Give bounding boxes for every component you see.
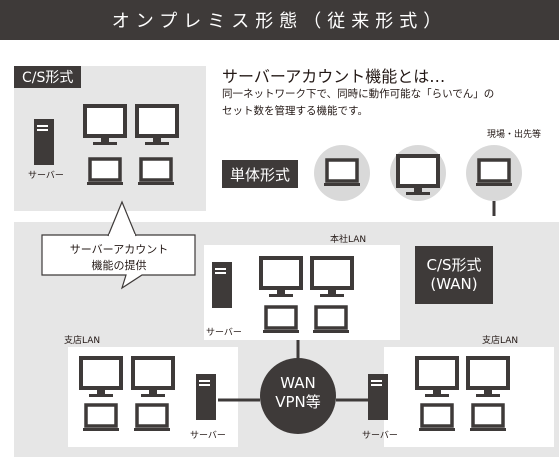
branch-left-server-label: サーバー — [190, 431, 226, 441]
cs-label: C/S形式 — [14, 66, 82, 88]
hq-monitor-2-icon — [310, 256, 354, 299]
cs-laptop-2-icon — [136, 157, 176, 187]
wan-circle-text: WAN VPN等 — [260, 374, 336, 412]
branch-left-monitor-2-icon — [131, 356, 175, 399]
hq-lan-label: 本社LAN — [330, 235, 367, 245]
standalone-label: 単体形式 — [222, 160, 299, 188]
wan-cs-box: C/S形式 (WAN) — [415, 246, 493, 304]
cs-monitor-2-icon — [135, 104, 179, 147]
branch-right-laptop-2-icon — [468, 403, 508, 433]
wan-cs-line-1: C/S形式 — [426, 256, 482, 274]
page-title: オンプレミス形態（従来形式） — [0, 0, 559, 40]
feature-heading: サーバーアカウント機能とは… — [222, 67, 446, 86]
callout-pointer — [107, 200, 137, 237]
standalone-laptop-2-icon — [474, 158, 514, 188]
branch-right-monitor-2-icon — [466, 356, 510, 399]
description-line-2: セット数を管理する機能です。 — [222, 105, 368, 117]
callout-line-1: サーバーアカウント — [69, 243, 169, 256]
hq-laptop-1-icon — [261, 305, 301, 335]
callout-line-2: 機能の提供 — [91, 259, 147, 272]
branch-right-label: 支店LAN — [482, 336, 519, 346]
wan-circle — [260, 358, 336, 434]
callout-box — [41, 234, 196, 290]
hq-laptop-2-icon — [311, 305, 351, 335]
hq-server-icon — [212, 262, 232, 308]
branch-left-laptop-2-icon — [132, 403, 172, 433]
branch-left-laptop-1-icon — [81, 403, 121, 433]
cs-server-label: サーバー — [28, 171, 64, 181]
site-label: 現場・出先等 — [487, 130, 542, 140]
wan-cs-line-2: (WAN) — [430, 275, 478, 293]
cs-laptop-1-icon — [85, 157, 125, 187]
branch-right-laptop-1-icon — [417, 403, 457, 433]
cs-monitor-1-icon — [83, 104, 127, 147]
wan-circle-line-1: WAN — [280, 374, 316, 392]
standalone-laptop-1-icon — [322, 158, 362, 188]
hq-server-label: サーバー — [206, 328, 242, 338]
branch-right-server-label: サーバー — [362, 431, 398, 441]
description-line-1: 同一ネットワーク下で、同時に動作可能な「らいでん」の — [222, 88, 495, 100]
wan-circle-line-2: VPN等 — [275, 393, 321, 411]
cs-server-icon — [34, 119, 54, 165]
branch-left-server-icon — [196, 374, 216, 420]
callout-text: サーバーアカウント 機能の提供 — [46, 242, 192, 274]
branch-left-monitor-1-icon — [79, 356, 123, 399]
feature-description: 同一ネットワーク下で、同時に動作可能な「らいでん」の セット数を管理する機能です… — [222, 86, 494, 120]
branch-left-label: 支店LAN — [64, 336, 101, 346]
hq-monitor-1-icon — [259, 256, 303, 299]
branch-right-server-icon — [368, 374, 388, 420]
branch-right-monitor-1-icon — [415, 356, 459, 399]
